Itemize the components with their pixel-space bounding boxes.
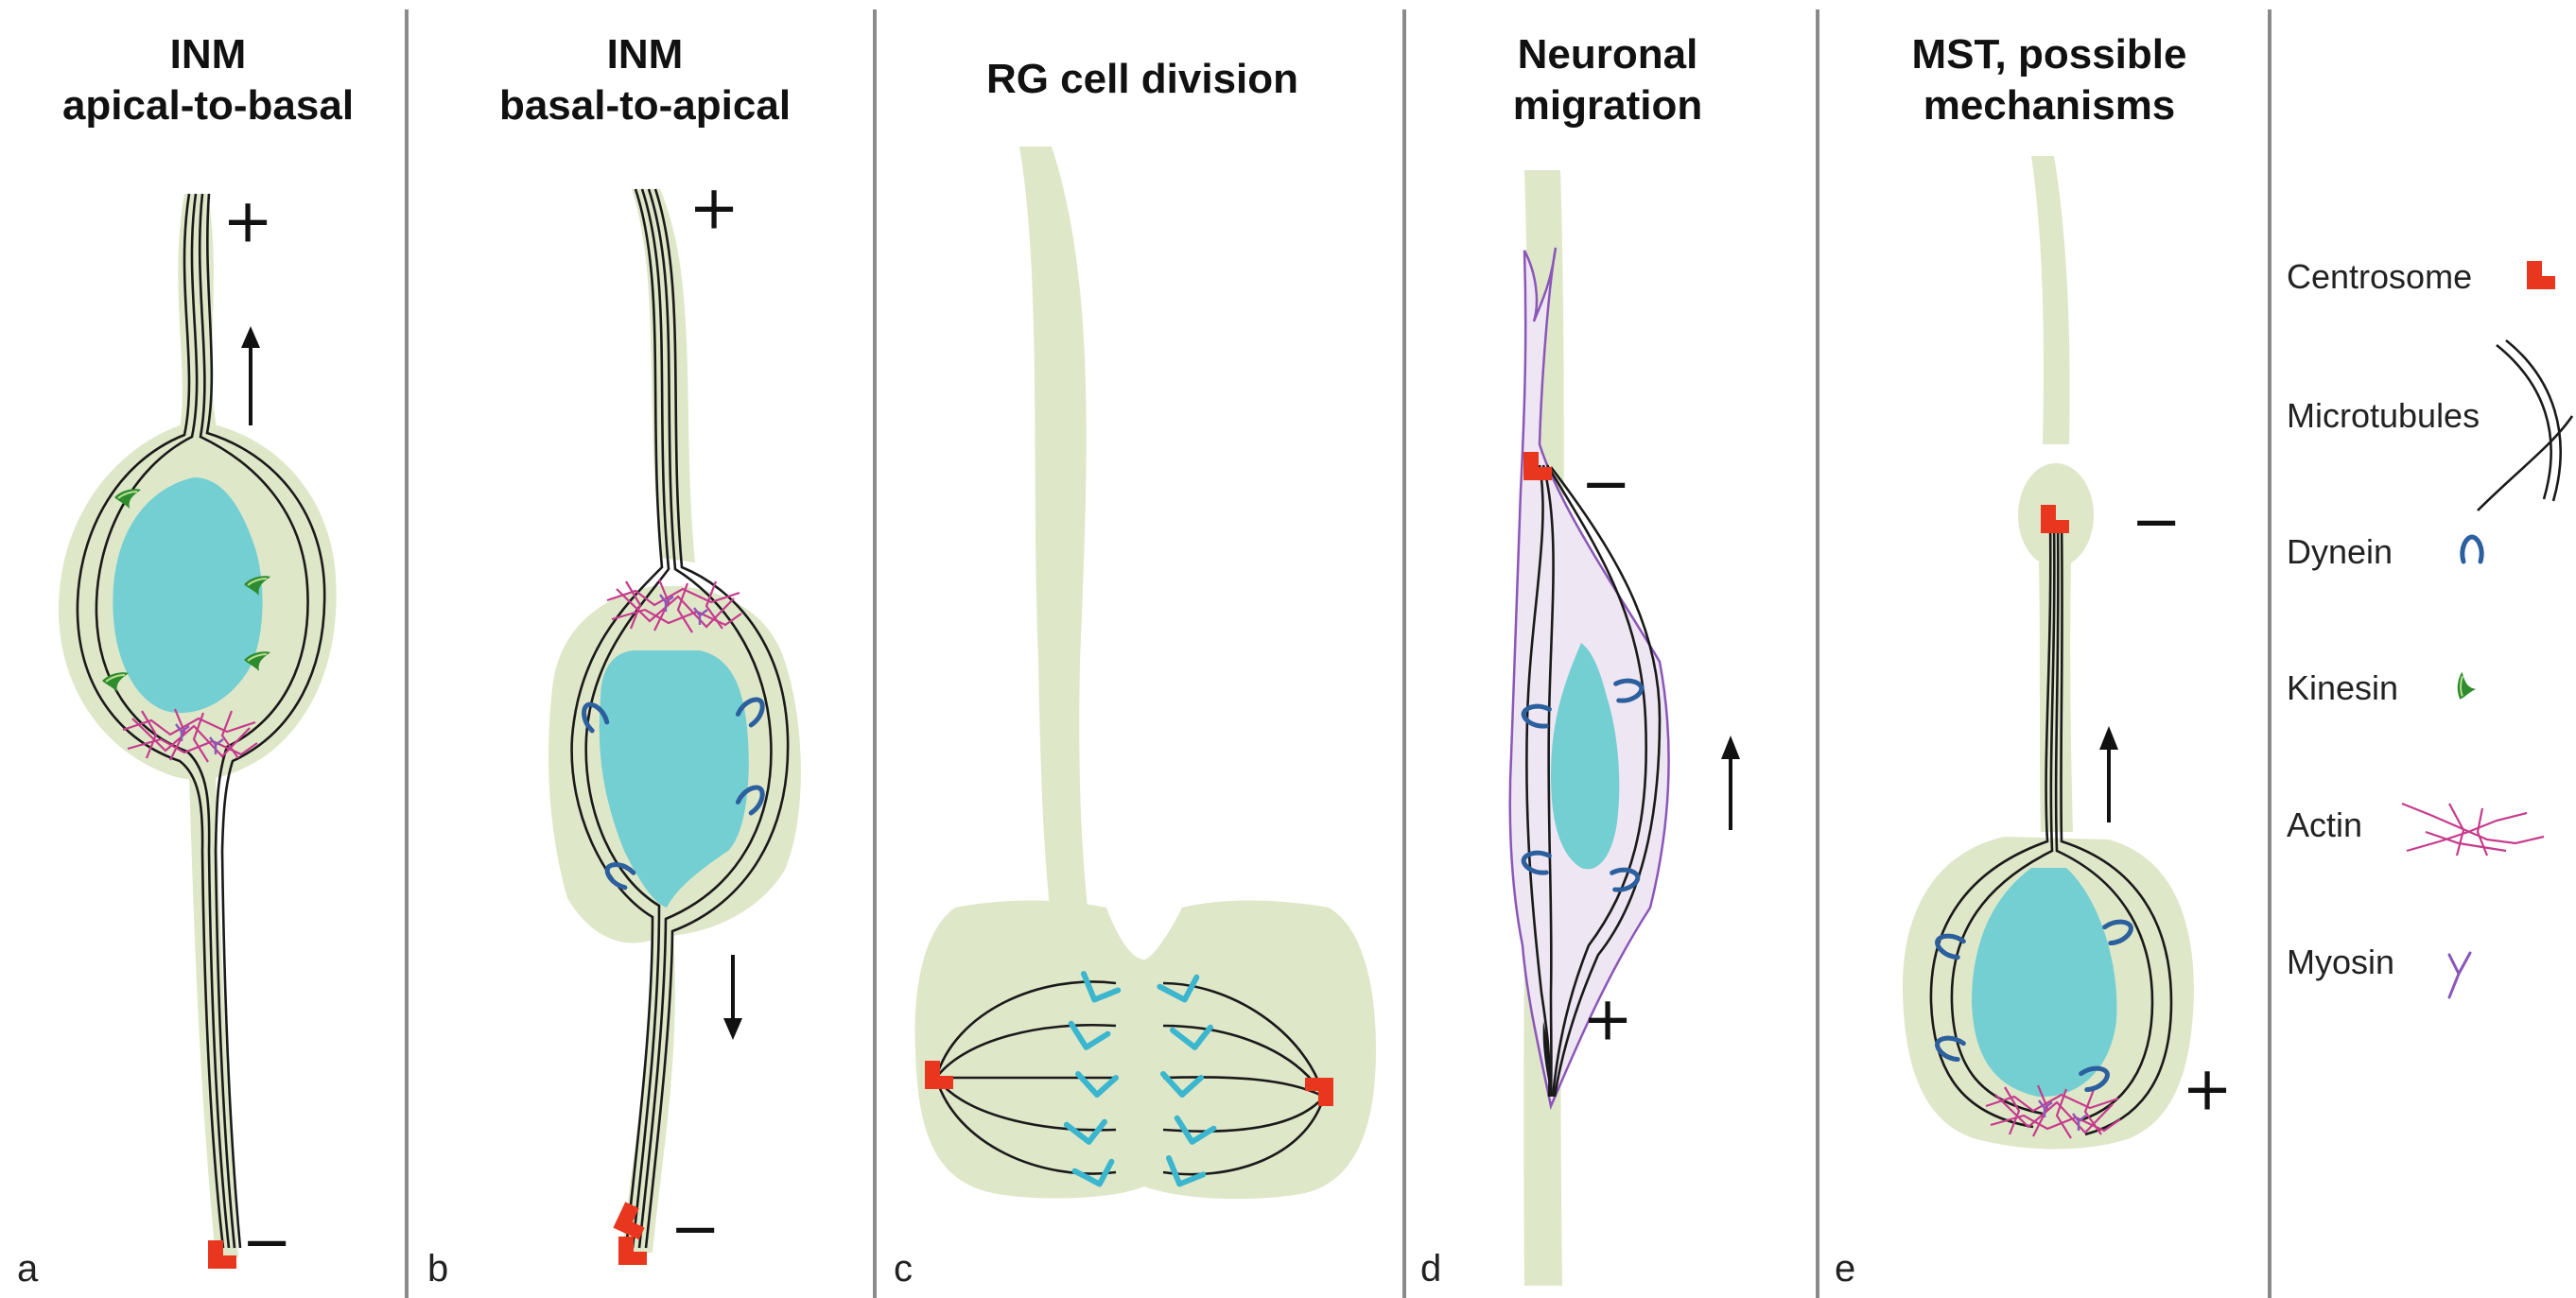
legend-label-microtubules: Microtubules — [2287, 396, 2480, 435]
panel-b-letter: b — [427, 1248, 448, 1289]
plus-end-sign: + — [1582, 985, 1633, 1055]
panel-b: INM basal-to-apical + − b — [427, 31, 801, 1289]
radial-glia-cell — [59, 194, 337, 1257]
minus-end-sign: − — [670, 1195, 721, 1265]
panel-e-title-line-2: mechanisms — [1923, 82, 2176, 129]
plus-end-sign: + — [688, 174, 740, 244]
minus-end-sign: − — [2131, 488, 2182, 558]
minus-end-sign: − — [1580, 450, 1631, 520]
minus-end-sign: − — [241, 1208, 292, 1278]
movement-arrow — [2099, 726, 2118, 822]
dynein-icon — [2463, 537, 2481, 562]
movement-arrow — [241, 326, 260, 425]
microtubules-icon — [2478, 340, 2572, 511]
panel-b-title-line-2: basal-to-apical — [499, 82, 791, 129]
panel-e-title-line-1: MST, possible — [1912, 31, 2187, 78]
panel-a-title-line-2: apical-to-basal — [62, 82, 354, 129]
dividing-radial-glia-cell — [914, 147, 1376, 1199]
kinesin-icon — [2452, 671, 2480, 702]
myosin-icon — [2449, 953, 2470, 997]
movement-arrow — [1721, 736, 1740, 830]
panel-c-title: RG cell division — [986, 56, 1298, 102]
plus-end-sign: + — [2182, 1055, 2233, 1125]
panel-e: MST, possible mechanisms − + e — [1835, 31, 2233, 1289]
panel-d: Neuronal migration − + d — [1420, 31, 1740, 1289]
panel-d-title-line-1: Neuronal — [1518, 31, 1698, 78]
panel-a-letter: a — [17, 1248, 39, 1289]
legend-label-dynein: Dynein — [2287, 532, 2393, 571]
panel-c-letter: c — [894, 1248, 913, 1289]
panel-a-title-line-1: INM — [170, 31, 247, 78]
panel-d-title-line-2: migration — [1513, 82, 1702, 129]
panel-b-title-line-1: INM — [607, 31, 684, 78]
panel-c: RG cell division c — [894, 56, 1376, 1289]
panel-a: INM apical-to-basal + − a — [17, 31, 354, 1289]
legend-label-kinesin: Kinesin — [2287, 668, 2398, 707]
centrosome-icon — [2527, 261, 2555, 289]
legend-label-centrosome: Centrosome — [2287, 257, 2472, 296]
plus-end-sign: + — [222, 187, 273, 257]
actin-icon — [2402, 804, 2544, 856]
legend-label-myosin: Myosin — [2287, 943, 2394, 981]
movement-arrow — [723, 955, 742, 1040]
panel-e-letter: e — [1835, 1248, 1855, 1289]
legend: Centrosome Microtubules Dynein Kinesin A… — [2287, 257, 2572, 997]
panel-d-letter: d — [1420, 1248, 1441, 1289]
legend-label-actin: Actin — [2287, 805, 2362, 844]
